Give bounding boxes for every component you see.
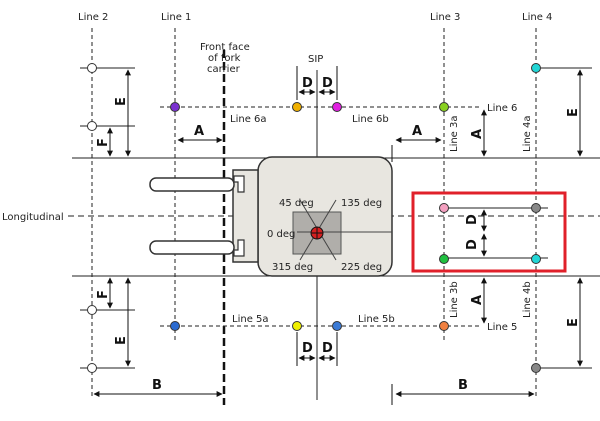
point-6b [332, 102, 342, 112]
label-315-deg: 315 deg [272, 262, 313, 273]
point-5b [332, 321, 342, 331]
label-line-5a: Line 5a [232, 314, 269, 325]
label-line-5: Line 5 [487, 322, 517, 333]
dim-e-upper-left: E [114, 97, 129, 106]
point-3b-inner [439, 254, 449, 264]
point-5a-sip [292, 321, 302, 331]
dim-a-left: A [194, 124, 204, 139]
dim-f-lower-left: F [96, 290, 111, 299]
dim-a-right: A [412, 124, 422, 139]
dim-d-box-lower: D [465, 239, 480, 250]
label-225-deg: 225 deg [341, 262, 382, 273]
label-135-deg: 135 deg [341, 198, 382, 209]
label-longitudinal: Longitudinal [2, 212, 64, 223]
point-line3-6 [439, 102, 449, 112]
label-line-4b: Line 4b [522, 281, 533, 318]
label-line-2: Line 2 [78, 12, 108, 23]
label-line-4: Line 4 [522, 12, 552, 23]
label-line-6: Line 6 [487, 103, 517, 114]
fork-upper [149, 177, 235, 192]
label-45-deg: 45 deg [279, 198, 314, 209]
label-line-5b: Line 5b [358, 314, 395, 325]
point-line1-6 [170, 102, 180, 112]
dim-d-top-right: D [322, 76, 333, 91]
highlight-box [411, 191, 567, 273]
label-sip: SIP [308, 54, 323, 65]
dim-f-upper-left: F [96, 138, 111, 147]
dim-b-right: B [458, 378, 468, 393]
point-line2-bot2 [87, 363, 97, 373]
label-front-face-1: Front face [200, 42, 250, 53]
label-line-3: Line 3 [430, 12, 460, 23]
point-line3-5 [439, 321, 449, 331]
point-6a-sip [292, 102, 302, 112]
label-line-4a: Line 4a [522, 115, 533, 152]
label-0-deg: 0 deg [267, 229, 295, 240]
point-line4-top [531, 63, 541, 73]
label-line-6a: Line 6a [230, 114, 267, 125]
dim-a-upper-right: A [470, 129, 485, 139]
point-line1-5 [170, 321, 180, 331]
dim-e-lower-left: E [114, 336, 129, 345]
dim-d-box-upper: D [465, 214, 480, 225]
label-front-face-3: carrier [207, 64, 241, 75]
label-line-3a: Line 3a [449, 115, 460, 152]
point-line2-bot1 [87, 305, 97, 315]
label-line-1: Line 1 [161, 12, 191, 23]
label-front-face-2: of fork [208, 53, 241, 64]
dim-d-bottom-right: D [322, 341, 333, 356]
label-line-6b: Line 6b [352, 114, 389, 125]
dim-a-lower-right: A [470, 295, 485, 305]
point-line2-top2 [87, 121, 97, 131]
label-line-3b: Line 3b [449, 281, 460, 318]
forklift [149, 156, 393, 277]
dim-d-bottom-left: D [302, 341, 313, 356]
dim-b-left: B [152, 378, 162, 393]
point-line4-bot [531, 363, 541, 373]
point-4b-inner [531, 254, 541, 264]
dimension-arrows [93, 66, 583, 405]
mast [232, 169, 259, 263]
dim-d-top-left: D [302, 76, 313, 91]
point-line2-top1 [87, 63, 97, 73]
point-4a-inner [531, 203, 541, 213]
fork-lower [149, 240, 235, 255]
dim-e-lower-right: E [566, 318, 581, 327]
measurement-points [87, 63, 541, 373]
dim-e-upper-right: E [566, 108, 581, 117]
point-3a-inner [439, 203, 449, 213]
